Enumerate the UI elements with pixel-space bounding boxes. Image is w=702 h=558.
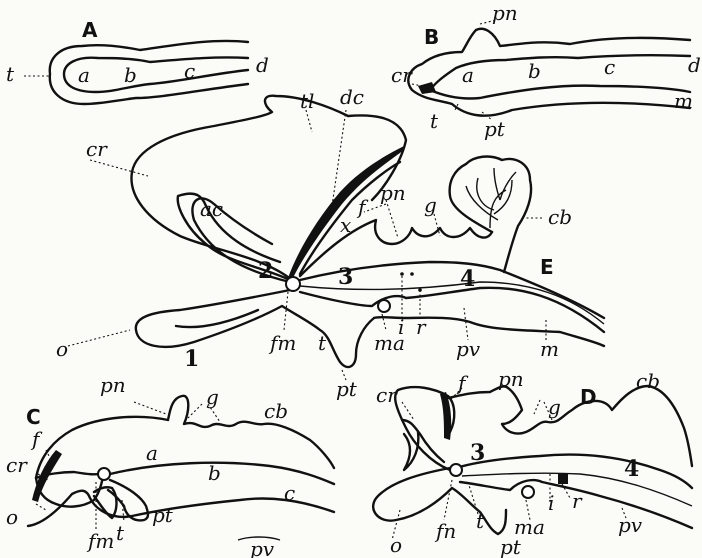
figure-e-label-o: o (56, 337, 68, 361)
figure-d-label-fn: fn (434, 519, 456, 543)
figure-d-ma-body (522, 486, 534, 498)
figure-a-label-a: a (78, 63, 90, 87)
figure-b-label-pn: pn (492, 1, 518, 25)
figure-a-label-t: t (6, 62, 15, 86)
figure-e-title: E (540, 255, 554, 279)
figure-a-label-d: d (256, 53, 269, 77)
figure-d-label-r: r (572, 489, 583, 513)
figure-c-foramen (98, 468, 110, 480)
figure-e-foramen (286, 277, 300, 291)
figure-c-inner-canal (110, 463, 334, 484)
figure-c-label-c: c (284, 481, 295, 505)
figure-e-label-1: 1 (184, 346, 199, 372)
figure-d-label-pv: pv (618, 513, 643, 537)
figure-c-label-a: a (146, 441, 158, 465)
figure-d-label-cb: cb (636, 369, 660, 393)
figure-e-label-x: x (340, 213, 351, 237)
figure-d-label-4: 4 (624, 456, 639, 482)
figure-d-title: D (580, 385, 597, 409)
figure-e: tl dc cr ac f pn x g cb E 2 3 4 o 1 fm t… (56, 85, 604, 401)
figure-c-label-pv: pv (250, 537, 275, 558)
figure-d: cr f pn g D cb 3 4 o fn t pt ma i r pv (373, 367, 692, 558)
figure-e-label-4: 4 (460, 266, 475, 292)
figure-e-label-pn: pn (380, 181, 406, 205)
figure-c-upper-outline (36, 396, 334, 478)
figure-d-label-ma: ma (514, 515, 545, 539)
figure-c-label-cb: cb (264, 399, 288, 423)
figure-e-label-3: 3 (338, 264, 353, 290)
figure-a-label-c: c (184, 59, 195, 83)
figure-c-label-fm: fm (86, 529, 114, 553)
figure-c: C pn g cb f cr a b c o fm t pt pv (6, 373, 334, 558)
figure-a-title: A (82, 18, 98, 42)
figure-e-label-m: m (540, 337, 559, 361)
figure-d-label-3: 3 (470, 440, 485, 466)
figure-b-label-b: b (528, 59, 541, 83)
figure-e-label-fm: fm (268, 331, 296, 355)
figure-c-title: C (26, 405, 41, 429)
figure-e-label-i: i (398, 315, 404, 339)
figure-b-label-t: t (430, 109, 439, 133)
figure-d-label-cr: cr (376, 383, 398, 407)
figure-b-label-pt: pt (484, 117, 506, 141)
figure-b: B pn cr a b c d m t pt (391, 1, 701, 141)
figure-d-label-t: t (476, 509, 485, 533)
figure-b-dark-mass (418, 82, 436, 94)
figure-d-label-o: o (390, 533, 402, 557)
figure-e-label-ac: ac (200, 197, 223, 221)
figure-e-label-tl: tl (300, 89, 314, 113)
figure-b-label-d: d (688, 53, 701, 77)
figure-b-label-cr: cr (391, 63, 413, 87)
figure-c-label-pt: pt (152, 503, 174, 527)
figure-c-label-cr: cr (6, 453, 28, 477)
figure-c-label-b: b (208, 461, 221, 485)
figure-d-label-f: f (456, 371, 469, 395)
figure-b-title: B (424, 25, 439, 49)
figure-d-foramen (450, 464, 462, 476)
figure-e-label-pv: pv (456, 337, 481, 361)
figure-e-label-2: 2 (258, 258, 273, 284)
figure-c-label-pn: pn (100, 373, 126, 397)
figure-d-label-g: g (548, 395, 561, 419)
figure-b-label-m: m (674, 89, 693, 113)
figure-e-label-r: r (416, 315, 427, 339)
figure-b-label-c: c (604, 55, 615, 79)
figure-d-label-pn: pn (498, 367, 524, 391)
figure-d-label-i: i (548, 491, 554, 515)
figure-d-dark-mass (558, 474, 568, 484)
figure-b-label-a: a (462, 63, 474, 87)
figure-c-label-t: t (116, 521, 125, 545)
figure-e-label-dc: dc (340, 85, 364, 109)
figure-c-label-o: o (6, 505, 18, 529)
figure-e-label-pt: pt (336, 377, 358, 401)
figure-e-label-f: f (356, 195, 369, 219)
figure-e-label-t: t (318, 331, 327, 355)
figure-c-label-g: g (206, 385, 219, 409)
figure-c-label-f: f (30, 427, 43, 451)
figure-a-label-b: b (124, 63, 137, 87)
figure-d-ventricle-roof (456, 455, 692, 488)
figure-e-label-cr: cr (86, 137, 108, 161)
figure-a: A t a b c d (6, 18, 269, 104)
figure-e-label-g: g (424, 193, 437, 217)
figure-e-ma-body (378, 300, 390, 312)
figure-e-label-cb: cb (548, 205, 572, 229)
